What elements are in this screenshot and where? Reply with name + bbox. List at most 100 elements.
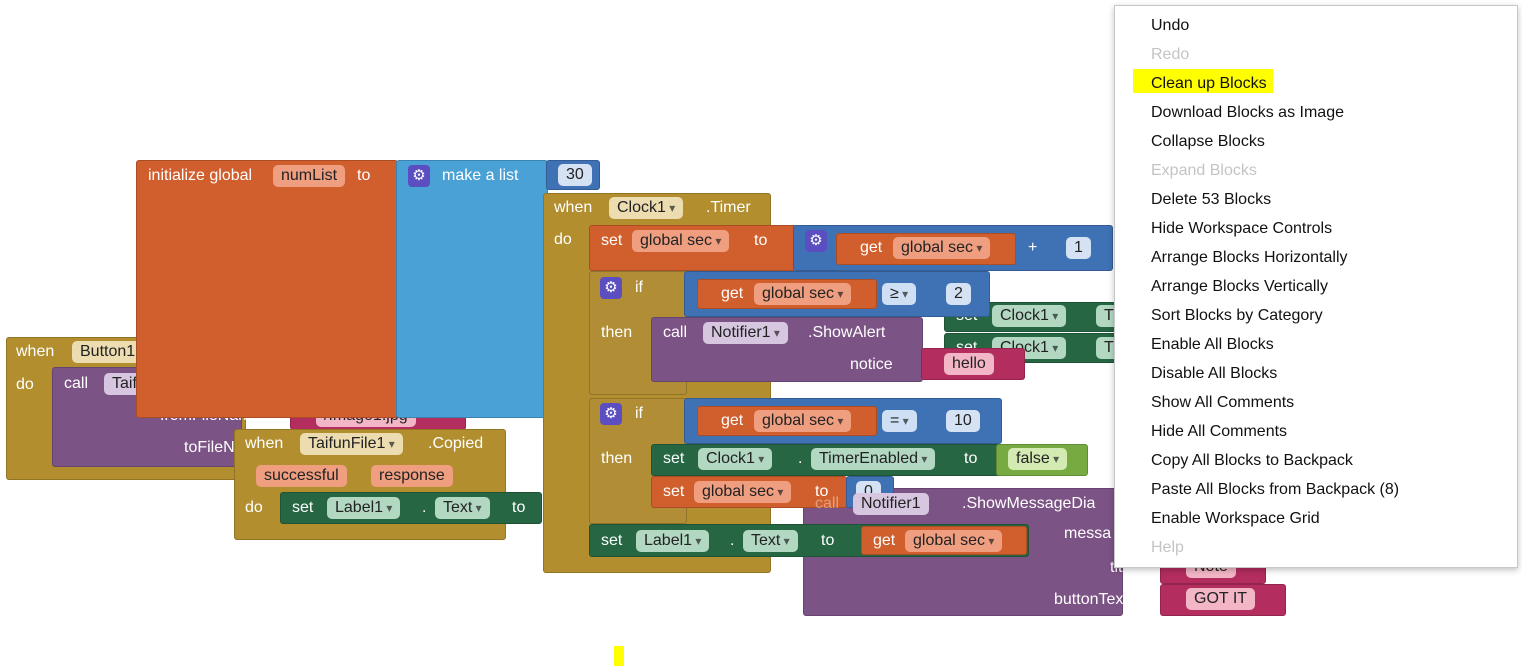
menu-item-download-blocks-as-image[interactable]: Download Blocks as Image bbox=[1151, 104, 1344, 121]
if2-then-label: then bbox=[601, 450, 633, 467]
dialog-button-param: buttonText bbox=[1054, 591, 1128, 608]
param-successful[interactable]: successful bbox=[256, 465, 347, 487]
label-prop-dropdown[interactable]: Text bbox=[743, 530, 798, 552]
label-get-label: get bbox=[873, 532, 896, 549]
label1-dropdown[interactable]: Label1 bbox=[327, 497, 401, 519]
menu-item-delete-53-blocks[interactable]: Delete 53 Blocks bbox=[1151, 191, 1272, 208]
if1-operator-dropdown[interactable]: ≥ bbox=[882, 283, 917, 305]
menu-item-hide-workspace-controls[interactable]: Hide Workspace Controls bbox=[1151, 220, 1333, 237]
notifier-dropdown-1[interactable]: Notifier1 bbox=[703, 322, 788, 344]
make-a-list-label: make a list bbox=[442, 167, 519, 184]
if2-to2-label: to bbox=[815, 483, 829, 500]
if1-then-label: then bbox=[601, 324, 633, 341]
menu-highlight-clean-up bbox=[1133, 69, 1273, 93]
copied-when-label: when bbox=[245, 435, 284, 452]
set-label-text-block[interactable] bbox=[280, 492, 542, 524]
global-name-field[interactable]: numList bbox=[273, 165, 346, 187]
if2-set2-label: set bbox=[663, 483, 685, 500]
if2-gear-icon[interactable]: ⚙ bbox=[600, 403, 622, 425]
label-set-label: set bbox=[601, 532, 623, 549]
if2-clock-dropdown[interactable]: Clock1 bbox=[698, 448, 773, 470]
if1-var-dropdown[interactable]: global sec bbox=[754, 283, 852, 305]
if1-compare-value[interactable]: 2 bbox=[946, 283, 971, 305]
menu-item-arrange-blocks-horizontally[interactable]: Arrange Blocks Horizontally bbox=[1151, 249, 1348, 266]
timer-enabled-dropdown[interactable]: TimerEnabled bbox=[811, 448, 936, 470]
menu-item-disable-all-blocks[interactable]: Disable All Blocks bbox=[1151, 365, 1278, 382]
set-sec-label: set bbox=[601, 232, 623, 249]
dialog-notifier-field[interactable]: Notifier1 bbox=[853, 493, 929, 515]
to-filename-param: toFileN bbox=[184, 439, 235, 456]
if2-compare-value[interactable]: 10 bbox=[946, 410, 980, 432]
if1-get-label: get bbox=[721, 285, 744, 302]
text-property-dropdown[interactable]: Text bbox=[435, 497, 490, 519]
menu-item-arrange-blocks-vertically[interactable]: Arrange Blocks Vertically bbox=[1151, 278, 1328, 295]
increment-value[interactable]: 1 bbox=[1066, 237, 1091, 259]
menu-item-paste-all-blocks-from-backpack-8[interactable]: Paste All Blocks from Backpack (8) bbox=[1151, 481, 1400, 498]
menu-item-undo[interactable]: Undo bbox=[1151, 17, 1190, 34]
initialize-global-block[interactable] bbox=[136, 160, 398, 418]
dialog-method: .ShowMessageDia bbox=[962, 495, 1096, 512]
if2-var2-dropdown[interactable]: global sec bbox=[694, 481, 792, 503]
label-get-var-dropdown[interactable]: global sec bbox=[905, 530, 1003, 552]
timer-do-label: do bbox=[554, 231, 572, 248]
get-sec-var-dropdown[interactable]: global sec bbox=[893, 237, 991, 259]
menu-item-show-all-comments[interactable]: Show All Comments bbox=[1151, 394, 1295, 411]
dot-separator: . bbox=[422, 499, 427, 516]
call-label: call bbox=[64, 375, 89, 392]
menu-item-sort-blocks-by-category[interactable]: Sort Blocks by Category bbox=[1151, 307, 1323, 324]
if2-var-dropdown[interactable]: global sec bbox=[754, 410, 852, 432]
dialog-call-label: call bbox=[815, 495, 840, 512]
addition-gear-icon[interactable]: ⚙ bbox=[805, 230, 827, 252]
button-text-value[interactable]: GOT IT bbox=[1186, 588, 1256, 610]
button-component-dropdown[interactable]: Button1 bbox=[72, 341, 153, 363]
false-value[interactable]: false bbox=[1008, 448, 1068, 470]
set-label: set bbox=[292, 499, 314, 516]
if2-set-label: set bbox=[663, 450, 685, 467]
menu-item-enable-all-blocks[interactable]: Enable All Blocks bbox=[1151, 336, 1274, 353]
if2-dot: . bbox=[798, 450, 803, 467]
label-to-label: to bbox=[821, 532, 835, 549]
menu-item-hide-all-comments[interactable]: Hide All Comments bbox=[1151, 423, 1288, 440]
if2-label: if bbox=[635, 405, 643, 422]
copied-component-dropdown[interactable]: TaifunFile1 bbox=[300, 433, 403, 455]
menu-item-enable-workspace-grid[interactable]: Enable Workspace Grid bbox=[1151, 510, 1320, 527]
if1-call-label: call bbox=[663, 324, 688, 341]
copied-do-label: do bbox=[245, 499, 263, 516]
set-sec-to-label: to bbox=[754, 232, 768, 249]
menu-item-expand-blocks: Expand Blocks bbox=[1151, 162, 1257, 179]
menu-item-collapse-blocks[interactable]: Collapse Blocks bbox=[1151, 133, 1265, 150]
param-response[interactable]: response bbox=[371, 465, 453, 487]
plus-operator: + bbox=[1028, 239, 1038, 256]
init-to-label: to bbox=[357, 167, 371, 184]
label-dot: . bbox=[730, 532, 735, 549]
menu-item-clean-up-blocks[interactable]: Clean up Blocks bbox=[1151, 75, 1267, 92]
if1-label: if bbox=[635, 279, 643, 296]
if2-to-label: to bbox=[964, 450, 978, 467]
set-to-label: to bbox=[512, 499, 526, 516]
label-component-dropdown[interactable]: Label1 bbox=[636, 530, 710, 552]
list-item-value[interactable]: 30 bbox=[558, 164, 592, 186]
initialize-global-label: initialize global bbox=[148, 167, 253, 184]
if1-gear-icon[interactable]: ⚙ bbox=[600, 277, 622, 299]
set-clock-component-1[interactable]: Clock1 bbox=[992, 305, 1067, 327]
show-alert-method: .ShowAlert bbox=[808, 324, 886, 341]
if2-operator-dropdown[interactable]: = bbox=[882, 410, 917, 432]
get-label: get bbox=[860, 239, 883, 256]
menu-item-help: Help bbox=[1151, 539, 1184, 556]
highlight-bar-bottom bbox=[614, 646, 624, 666]
make-a-list-block[interactable] bbox=[396, 160, 548, 418]
clock-component-dropdown[interactable]: Clock1 bbox=[609, 197, 684, 219]
if2-get-label: get bbox=[721, 412, 744, 429]
menu-item-redo: Redo bbox=[1151, 46, 1190, 63]
set-sec-var-dropdown[interactable]: global sec bbox=[632, 230, 730, 252]
when-label: when bbox=[16, 343, 55, 360]
timer-when-label: when bbox=[554, 199, 593, 216]
timer-event-name: .Timer bbox=[706, 199, 751, 216]
hello-text-value[interactable]: hello bbox=[944, 353, 994, 375]
mutator-gear-icon[interactable]: ⚙ bbox=[408, 165, 430, 187]
dialog-message-param: messa bbox=[1064, 525, 1112, 542]
do-label: do bbox=[16, 376, 34, 393]
menu-item-copy-all-blocks-to-backpack[interactable]: Copy All Blocks to Backpack bbox=[1151, 452, 1353, 469]
